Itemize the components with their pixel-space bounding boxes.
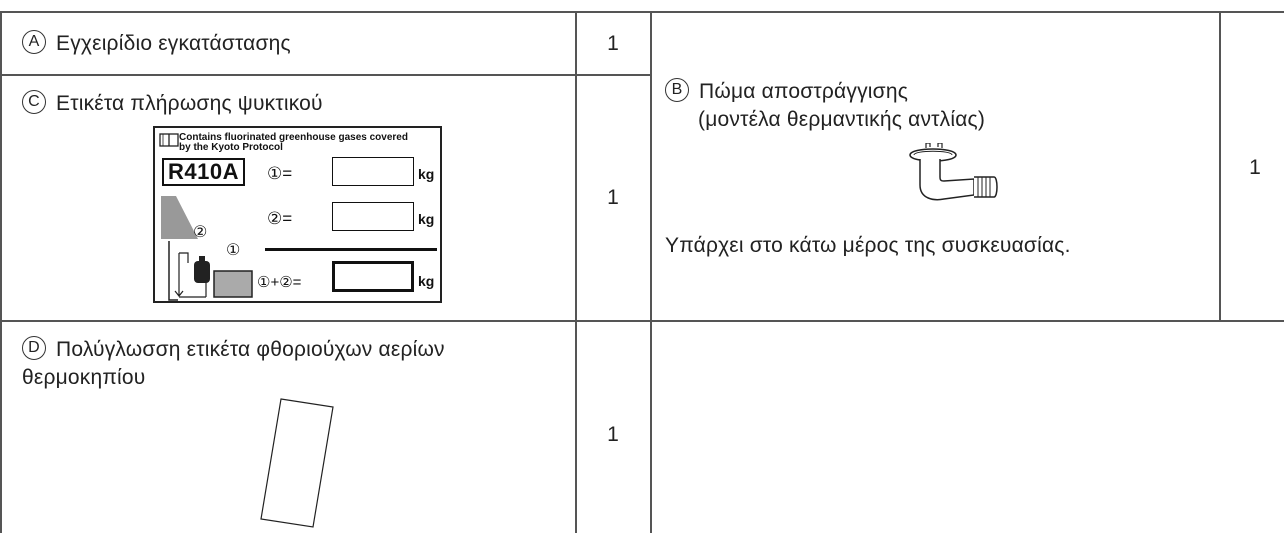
charge-row2-prefix: ②= — [267, 209, 293, 228]
label-header-line1: Contains fluorinated greenhouse gases co… — [179, 132, 408, 143]
refrigerant-type: R410A — [162, 158, 245, 186]
column-divider-3 — [1219, 11, 1221, 322]
diagram-marker-1: ① — [226, 242, 241, 259]
item-b-label-line2: (μοντέλα θερμαντικής αντλίας) — [698, 108, 986, 131]
charge-total-unit: kg — [418, 273, 435, 289]
charge-total-prefix: ①+②= — [257, 274, 302, 291]
item-b-label-line1: Πώμα αποστράγγισης — [699, 80, 909, 103]
item-a-letter-badge: A — [22, 30, 46, 55]
item-c-name: C Ετικέτα πλήρωσης ψυκτικού — [22, 90, 323, 118]
item-b-qty: 1 — [1249, 156, 1261, 179]
item-a-name: A Εγχειρίδιο εγκατάστασης — [22, 30, 291, 58]
item-c-letter-badge: C — [22, 90, 46, 115]
charge-row2-box — [332, 202, 414, 231]
item-a-qty: 1 — [607, 32, 619, 55]
row-divider-c-d — [0, 320, 1284, 322]
item-a-label: Εγχειρίδιο εγκατάστασης — [56, 32, 291, 55]
item-d-qty: 1 — [607, 423, 619, 446]
charge-total-box — [332, 261, 414, 292]
item-d-name: D Πολύγλωσση ετικέτα φθοριούχων αερίων — [22, 336, 445, 364]
column-divider-1 — [575, 11, 577, 533]
multilingual-label-icon — [260, 398, 334, 528]
refrigerant-charge-label: Contains fluorinated greenhouse gases co… — [153, 126, 442, 303]
table-border-left — [0, 11, 2, 533]
diagram-marker-2: ② — [193, 224, 208, 241]
item-b-name: B Πώμα αποστράγγισης — [665, 78, 908, 106]
charging-diagram-icon — [161, 196, 253, 301]
row-divider-a-c — [0, 74, 651, 76]
label-header-line2: by the Kyoto Protocol — [179, 142, 283, 153]
column-divider-2 — [650, 11, 652, 533]
total-separator-line — [265, 248, 437, 251]
item-b-note: Υπάρχει στο κάτω μέρος της συσκευασίας. — [665, 234, 1071, 257]
drain-plug-icon — [909, 143, 998, 201]
item-d-label-line2: θερμοκηπίου — [22, 366, 146, 389]
item-c-label: Ετικέτα πλήρωσης ψυκτικού — [56, 92, 323, 115]
charge-row1-prefix: ①= — [267, 164, 293, 183]
charge-row1-unit: kg — [418, 166, 435, 182]
manual-book-icon — [159, 133, 179, 147]
item-d-label-line1: Πολύγλωσση ετικέτα φθοριούχων αερίων — [56, 338, 445, 361]
charge-row2-unit: kg — [418, 211, 435, 227]
item-c-qty: 1 — [607, 186, 619, 209]
table-border-top — [0, 11, 1284, 13]
item-b-letter-badge: B — [665, 78, 689, 103]
charge-row1-box — [332, 157, 414, 186]
item-d-letter-badge: D — [22, 336, 46, 361]
